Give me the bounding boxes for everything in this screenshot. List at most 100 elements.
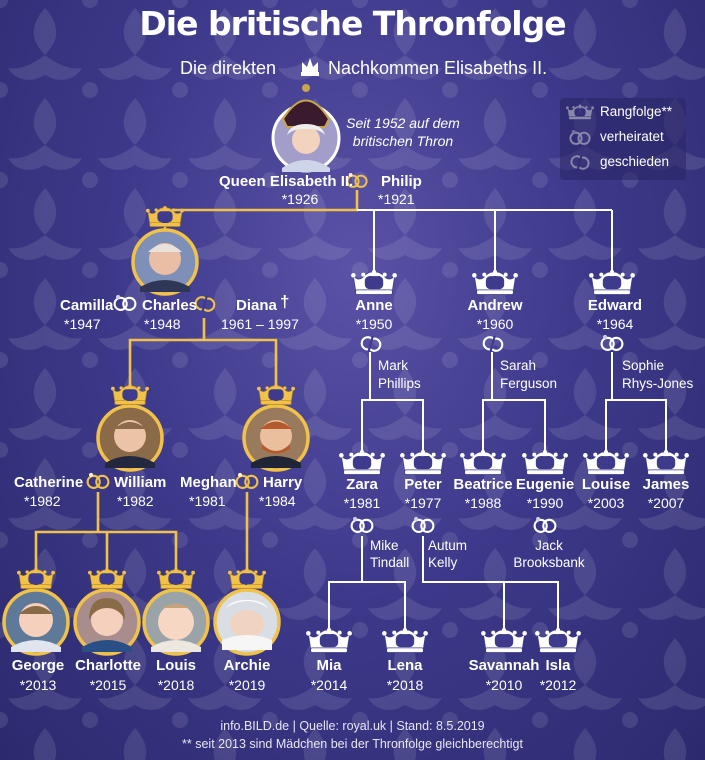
year-meghan: *1981 [189,493,226,509]
year-savannah: *2010 [485,677,523,693]
name-mark-2: Phillips [378,376,421,391]
portrait-harry [242,384,310,472]
dagger-diana: † [280,292,290,311]
rank-charlotte: 4 [103,572,111,588]
rank-peter: 15 [415,453,431,468]
name-camilla: Camilla [60,297,114,314]
year-mia: *2014 [310,677,348,693]
name-george: George [11,657,65,674]
succession-lines-gold [34,190,359,572]
year-eugenie: *1990 [526,495,564,511]
year-lena: *2018 [386,677,424,693]
name-jack-1: Jack [535,538,563,553]
portrait-george [2,568,70,656]
rank-andrew: 8 [491,273,499,288]
rank-william: 2 [126,388,134,404]
year-peter: *1977 [404,495,442,511]
legend-married-label: verheiratet [600,129,664,144]
family-lines-white [328,209,667,628]
portrait-charlotte [73,568,141,656]
name-mia: Mia [316,657,342,674]
rank-james: 12 [658,453,674,468]
year-zara: *1981 [343,495,381,511]
rank-louis: 5 [172,572,180,588]
married-icon-zara-mike [350,516,374,534]
married-icon-charles-camilla [113,294,137,312]
name-louise: Louise [581,476,631,493]
name-sophie-1: Sophie [622,358,665,373]
divorced-icon-charles-diana [194,295,216,313]
name-edward: Edward [587,297,643,314]
year-andrew: *1960 [476,316,514,332]
rank-eugenie: 10 [537,453,553,468]
portrait-charles [131,206,199,296]
rank-harry: 6 [272,388,280,404]
year-charles: *1948 [144,316,181,332]
name-mike-2: Tindall [370,555,410,570]
name-archie: Archie [223,657,271,674]
rank-edward: 11 [605,273,619,288]
name-william: William [114,474,167,491]
married-icon-eugenie-jack [533,516,557,534]
married-icon-peter-autumn [411,516,435,534]
name-meghan: Meghan [180,474,237,491]
year-louise: *2003 [587,495,625,511]
year-philip: *1921 [378,191,415,207]
year-isla: *2012 [539,677,577,693]
portrait-louis [142,568,210,656]
year-james: *2007 [647,495,685,511]
name-philip: Philip [381,173,422,190]
year-diana: 1961 – 1997 [221,316,299,332]
name-elizabeth: Queen Elisabeth II. [219,173,354,190]
name-zara: Zara [346,476,378,493]
rank-anne: 14 [366,273,382,288]
name-andrew: Andrew [467,297,523,314]
name-mike-1: Mike [370,538,399,553]
married-icon-edward-sophie [600,334,624,352]
name-harry: Harry [263,474,303,491]
rank-mia: 19 [321,631,337,646]
portrait-archie [213,568,281,656]
year-beatrice: *1988 [464,495,502,511]
year-camilla: *1947 [64,316,101,332]
name-anne: Anne [355,297,393,314]
year-charlotte: *2015 [89,677,127,693]
year-catherine: *1982 [24,493,61,509]
rank-charles: 1 [161,210,169,226]
legend-box [560,98,686,180]
name-charlotte: Charlotte [75,657,141,674]
name-eugenie: Eugenie [515,476,575,493]
name-sophie-2: Rhys-Jones [622,376,694,391]
year-archie: *2019 [228,677,266,693]
name-mark-1: Mark [378,358,408,373]
rank-george: 3 [32,572,40,588]
rank-zara: 18 [354,453,370,468]
married-icon-harry-meghan [235,472,259,490]
name-savannah: Savannah [468,657,540,674]
name-autumn-1: Autum [428,538,468,553]
subtitle-left: Die direkten [180,58,277,78]
name-james: James [642,476,690,493]
divorced-icon-andrew-sarah [482,335,504,353]
rank-beatrice: 9 [479,453,487,468]
rank-archie: 7 [243,572,251,588]
year-edward: *1964 [596,316,634,332]
queen-note-line1: Seit 1952 auf dem [346,115,460,131]
subtitle-right: Nachkommen Elisabeths II. [328,58,548,78]
footer-note: ** seit 2013 sind Mädchen bei der Thronf… [182,737,523,751]
rank-isla: 17 [550,631,566,646]
queen-note-line2: britischen Thron [352,133,454,149]
name-autumn-2: Kelly [428,555,458,570]
name-catherine: Catherine [14,474,84,491]
name-sarah-2: Ferguson [500,376,558,391]
rank-savannah: 16 [496,631,512,646]
portrait-elizabeth [271,84,341,173]
name-isla: Isla [545,657,571,674]
name-diana: Diana [236,297,277,314]
year-william: *1982 [117,493,154,509]
legend-rank-label: Rangfolge** [600,104,673,119]
footer-source: info.BILD.de | Quelle: royal.uk | Stand:… [220,719,485,733]
name-beatrice: Beatrice [453,476,513,493]
